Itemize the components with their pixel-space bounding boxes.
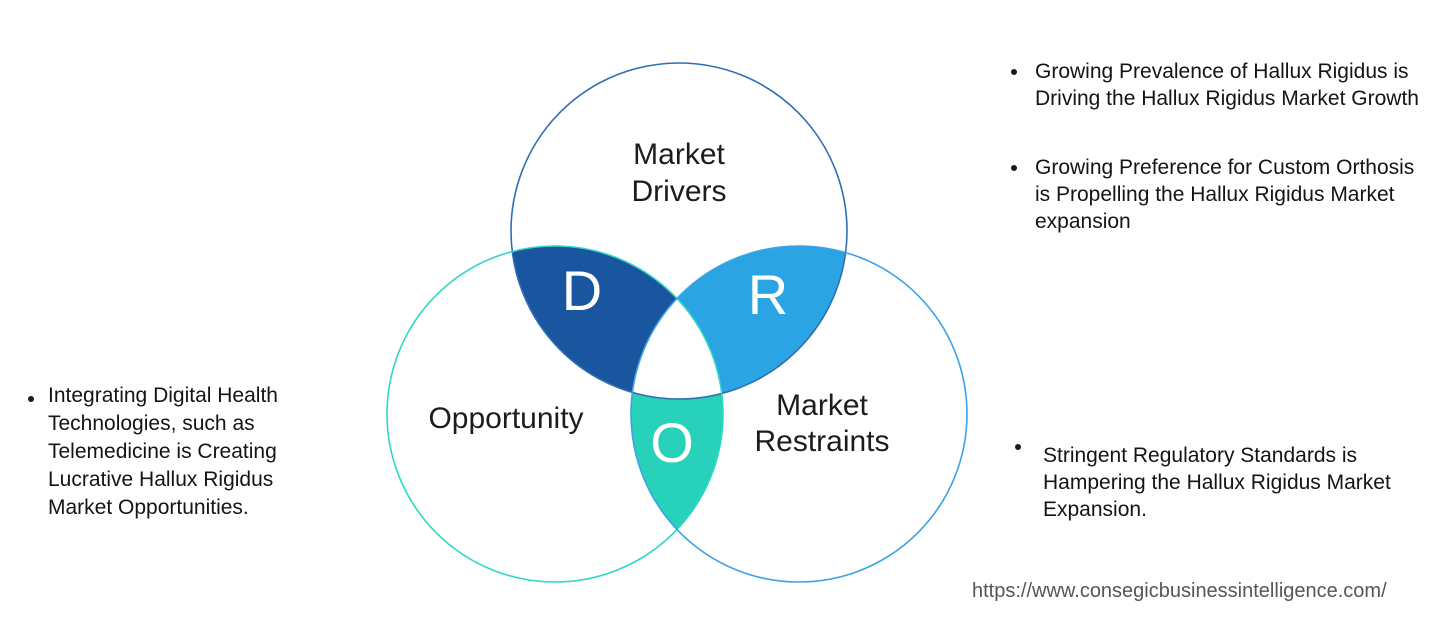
- restraints-label-line-1: Market: [776, 389, 868, 422]
- restraints-bullet-panel: Stringent Regulatory Standards is Hamper…: [1015, 442, 1445, 523]
- drivers-circle-label: Market Drivers: [569, 136, 789, 210]
- opportunity-circle-label: Opportunity: [428, 402, 584, 435]
- opportunity-bullet-text: Integrating Digital Health Technologies,…: [48, 384, 278, 519]
- restraints-lens: [631, 246, 847, 399]
- bullet-dot-icon: [1011, 69, 1017, 75]
- restraints-lens-fill: [631, 246, 847, 399]
- drivers-bullet-panel: Growing Prevalence of Hallux Rigidus is …: [1011, 58, 1433, 235]
- list-item: Growing Preference for Custom Orthosis i…: [1011, 154, 1433, 235]
- bullet-dot-icon: [1011, 165, 1017, 171]
- bullet-dot-icon: [1015, 444, 1021, 450]
- drivers-bullet-text-1: Growing Prevalence of Hallux Rigidus is …: [1035, 60, 1419, 110]
- restraints-circle: [630, 245, 968, 583]
- restraints-lens-letter: R: [748, 263, 788, 326]
- drivers-circle: [510, 62, 848, 400]
- drivers-lens: [511, 246, 723, 399]
- drivers-bullet-text-2: Growing Preference for Custom Orthosis i…: [1035, 156, 1415, 233]
- source-url-link[interactable]: https://www.consegicbusinessintelligence…: [972, 580, 1387, 602]
- opportunity-circle: [386, 245, 724, 583]
- drivers-lens-letter: D: [562, 259, 602, 322]
- restraints-label-line-2: Restraints: [754, 425, 890, 458]
- list-item: Stringent Regulatory Standards is Hamper…: [1015, 442, 1445, 523]
- restraints-circle-label: Market Restraints: [712, 388, 932, 460]
- opportunity-bullet-panel: Integrating Digital Health Technologies,…: [28, 382, 328, 522]
- bullet-dot-icon: [28, 396, 34, 402]
- list-item: Growing Prevalence of Hallux Rigidus is …: [1011, 58, 1433, 112]
- drivers-label-line-2: Drivers: [631, 175, 727, 208]
- list-item: Integrating Digital Health Technologies,…: [28, 382, 328, 522]
- drivers-label-line-1: Market: [633, 138, 725, 171]
- restraints-bullet-text: Stringent Regulatory Standards is Hamper…: [1043, 444, 1391, 521]
- opportunity-lens-letter: O: [650, 411, 694, 474]
- drivers-lens-fill: [511, 246, 723, 399]
